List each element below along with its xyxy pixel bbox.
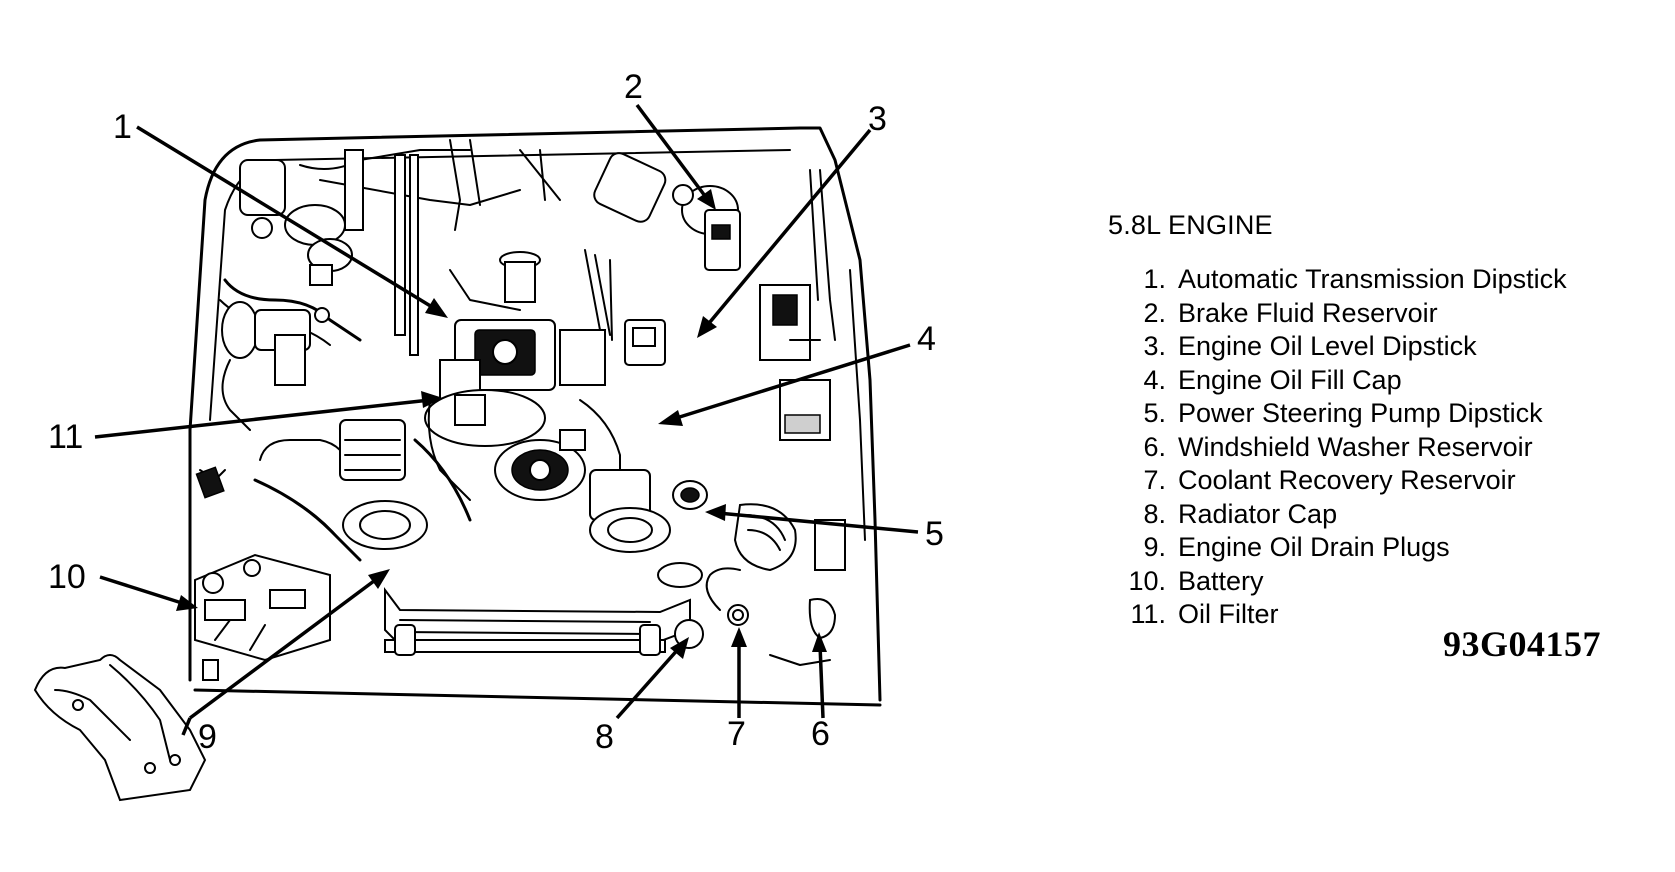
left-side-components <box>195 278 362 562</box>
arrowhead-2 <box>697 189 716 210</box>
oil-pan-inset <box>33 654 207 802</box>
callout-1: 1 <box>113 108 132 146</box>
callout-11: 11 <box>48 418 83 456</box>
arrowhead-1 <box>425 298 448 318</box>
legend-item-label: Engine Oil Drain Plugs <box>1178 532 1450 562</box>
legend-item: 9. Engine Oil Drain Plugs <box>1108 531 1668 565</box>
engine-left-bank <box>339 419 472 550</box>
legend-item: 3. Engine Oil Level Dipstick <box>1108 330 1668 364</box>
legend-item-label: Automatic Transmission Dipstick <box>1178 264 1567 294</box>
arrowhead-5 <box>705 504 726 521</box>
legend-item-number: 3. <box>1143 331 1166 361</box>
leader-5 <box>717 511 919 534</box>
firewall-components <box>239 139 561 356</box>
arrowhead-4 <box>658 410 683 426</box>
legend-item-label: Coolant Recovery Reservoir <box>1178 465 1516 495</box>
legend-item: 4. Engine Oil Fill Cap <box>1108 364 1668 398</box>
leader-2 <box>635 103 710 202</box>
engine-center <box>424 249 666 501</box>
callout-4: 4 <box>917 320 936 358</box>
callout-6: 6 <box>811 715 830 753</box>
arrowhead-3 <box>697 316 717 338</box>
arrowhead-9a <box>368 569 390 589</box>
legend: 5.8L ENGINE 1. Automatic Transmission Dip… <box>1108 210 1668 632</box>
figure-code: 93G04157 <box>1443 624 1602 664</box>
legend-item-number: 10. <box>1128 565 1166 596</box>
leader-10 <box>99 575 186 606</box>
battery-art <box>194 553 331 681</box>
legend-item-number: 6. <box>1143 431 1166 462</box>
leader-1 <box>136 125 438 312</box>
legend-list: 1. Automatic Transmission Dipstick 2. Brak… <box>1108 263 1668 632</box>
leader-8 <box>615 645 682 720</box>
leader-lines <box>94 103 919 736</box>
legend-item-label: Engine Oil Fill Cap <box>1178 364 1402 395</box>
arrowhead-6 <box>812 632 827 652</box>
radiator-front <box>384 567 837 666</box>
callout-9: 9 <box>198 718 217 756</box>
engine-right-bank <box>589 469 797 588</box>
legend-item: 8. Radiator Cap <box>1108 498 1668 532</box>
arrowhead-8 <box>670 637 689 659</box>
leader-9b <box>181 717 192 736</box>
right-side-components <box>759 169 846 571</box>
legend-item: 11. Oil Filter <box>1108 598 1668 632</box>
arrowhead-11 <box>421 391 443 408</box>
legend-item-label: Radiator Cap <box>1178 498 1338 529</box>
callout-7: 7 <box>727 715 746 753</box>
callout-10: 10 <box>48 558 86 596</box>
callout-numbers: 1 2 3 4 5 6 7 8 9 10 11 <box>48 68 944 756</box>
leader-6 <box>818 644 825 719</box>
legend-item-label: Oil Filter <box>1178 599 1279 629</box>
arrowhead-10 <box>176 595 198 611</box>
legend-item-label: Windshield Washer Reservoir <box>1178 431 1533 462</box>
legend-item: 10. Battery <box>1108 565 1668 599</box>
legend-item-label: Engine Oil Level Dipstick <box>1178 331 1477 361</box>
legend-item-label: Brake Fluid Reservoir <box>1178 297 1438 328</box>
legend-item-number: 5. <box>1143 398 1166 428</box>
legend-item-number: 4. <box>1143 364 1166 395</box>
legend-item: 7. Coolant Recovery Reservoir <box>1108 464 1668 498</box>
legend-item-number: 1. <box>1143 264 1166 294</box>
leader-9a <box>188 576 380 720</box>
arrowhead-7 <box>731 627 747 647</box>
callout-3: 3 <box>868 100 887 138</box>
callout-5: 5 <box>925 515 944 553</box>
legend-item-number: 11. <box>1130 599 1166 629</box>
legend-item-number: 2. <box>1143 297 1166 328</box>
leader-3 <box>703 128 872 330</box>
legend-item: 5. Power Steering Pump Dipstick <box>1108 397 1668 431</box>
legend-item: 1. Automatic Transmission Dipstick <box>1108 263 1668 297</box>
callout-8: 8 <box>595 718 614 756</box>
legend-item-number: 9. <box>1143 532 1166 562</box>
callout-2: 2 <box>624 68 643 106</box>
legend-item-label: Battery <box>1178 565 1264 596</box>
legend-item-label: Power Steering Pump Dipstick <box>1178 398 1543 428</box>
legend-item-number: 8. <box>1143 498 1166 529</box>
legend-item: 6. Windshield Washer Reservoir <box>1108 431 1668 465</box>
leader-4 <box>669 343 911 422</box>
leader-11 <box>94 398 431 439</box>
brake-fluid-reservoir-art <box>593 152 741 271</box>
legend-item-number: 7. <box>1143 465 1166 495</box>
legend-title: 5.8L ENGINE <box>1108 210 1273 240</box>
legend-item: 2. Brake Fluid Reservoir <box>1108 297 1668 331</box>
